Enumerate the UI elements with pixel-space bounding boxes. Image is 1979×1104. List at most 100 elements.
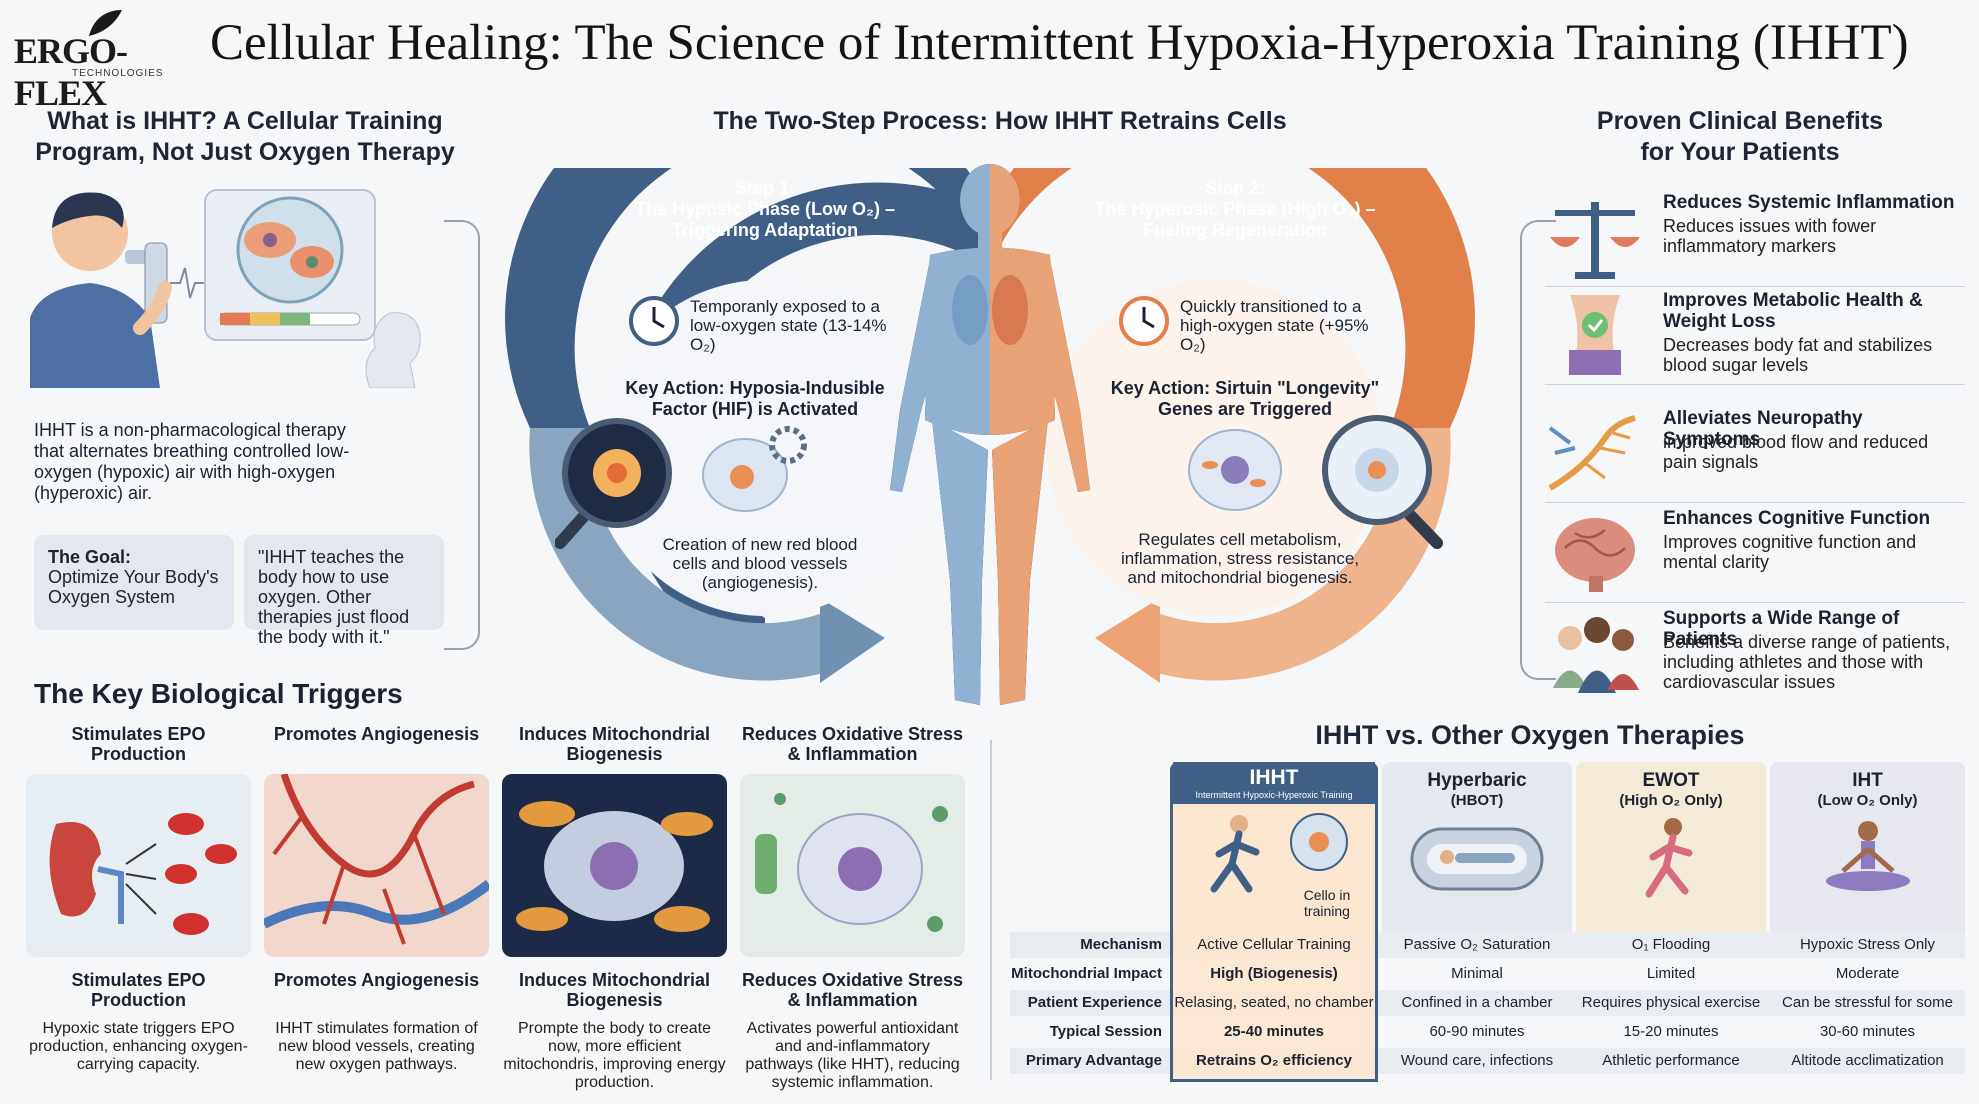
ihht-description: IHHT is a non-pharmacological therapy th… — [34, 420, 350, 503]
table-cell: Wound care, infections — [1400, 1052, 1554, 1069]
what-is-ihht-title: What is IHHT? A Cellular Training Progra… — [20, 106, 470, 168]
trigger-text: Activates powerful antioxidant and and-i… — [745, 1020, 960, 1091]
benefit-item: Enhances Cognitive Function Improves cog… — [1545, 508, 1965, 603]
step1-result: Creation of new red blood cells and bloo… — [662, 535, 858, 592]
table-cell: 30-60 minutes — [1819, 1023, 1916, 1040]
clock-icon — [629, 296, 679, 346]
step2-name: The Hyperosic Phase (High O₂) – Fueling … — [1094, 199, 1376, 240]
table-cell: Hypoxic Stress Only — [1799, 936, 1936, 953]
table-cell: O₁ Flooding — [1631, 936, 1711, 953]
column-title: IHHT — [1249, 766, 1299, 789]
kidney-blood-cells-icon — [26, 774, 251, 957]
benefit-text: Improves cognitive function and mental c… — [1663, 532, 1917, 572]
benefit-title: Alleviates Neuropathy Symptoms — [1663, 408, 1863, 450]
mitochondria-icon — [502, 774, 727, 957]
benefit-text: Reduces issues with fower inflammatory m… — [1663, 216, 1877, 256]
trigger-text: Prompte the body to create now, more eff… — [503, 1020, 726, 1091]
benefit-item: Reduces Systemic Inflammation Reduces is… — [1545, 192, 1965, 287]
logo-subtitle: TECHNOLOGIES — [72, 68, 164, 79]
trigger-heading: Promotes Angiogenesis — [273, 724, 480, 744]
row-label: Mechanism — [1080, 936, 1162, 953]
row-band — [1010, 932, 1965, 958]
row-band — [1010, 1048, 1965, 1074]
column-iht: IHT (Low O₂ Only) — [1770, 762, 1965, 932]
benefits-title: Proven Clinical Benefits for Your Patien… — [1560, 106, 1920, 168]
what-title-line1: What is IHHT? A Cellular Training — [47, 107, 443, 135]
row-label: Primary Advantage — [1025, 1052, 1162, 1069]
column-title: IHT — [1852, 770, 1883, 791]
trigger-card-mitochondria: Induces Mitochondrial Biogenesis Induces… — [502, 724, 727, 1092]
benefit-title: Enhances Cognitive Function — [1663, 508, 1931, 529]
column-hbot: Hyperbaric (HBOT) — [1382, 762, 1572, 932]
column-subtitle: Intermittent Hypoxic-Hyperoxic Training — [1195, 790, 1353, 800]
step1-exposure: Temporanly exposed to a low-oxygen state… — [690, 297, 887, 354]
column-title: Hyperbaric — [1427, 770, 1527, 791]
trigger-text: Hypoxic state triggers EPO production, e… — [29, 1020, 248, 1073]
trigger-text: IHHT stimulates formation of new blood v… — [275, 1020, 478, 1073]
comparison-title: IHHT vs. Other Oxygen Therapies — [1315, 720, 1745, 750]
column-subtitle: (HBOT) — [1450, 792, 1504, 809]
right-connector — [1520, 220, 1556, 680]
table-cell: Retrains O₂ efficiency — [1196, 1052, 1352, 1069]
table-cell: Minimal — [1451, 965, 1503, 982]
quote-box: "IHHT teaches the body how to use oxygen… — [244, 535, 444, 647]
benefit-text: Decreases body fat and stabilizes blood … — [1663, 335, 1933, 375]
trigger-heading: Reduces Oxidative Stress & Inflammation — [741, 724, 964, 764]
table-cell: Limited — [1646, 965, 1696, 982]
benefit-text: improved blood flow and reduced pain sig… — [1663, 432, 1929, 472]
logo-word: ERGO-FLEX — [14, 31, 128, 113]
benefits-title-line1: Proven Clinical Benefits — [1596, 107, 1884, 135]
row-band — [1010, 990, 1965, 1016]
table-cell: Can be stressful for some — [1782, 994, 1953, 1011]
step1-label: Step 1: — [734, 178, 795, 198]
page-title: Cellular Healing: The Science of Intermi… — [210, 15, 1909, 71]
trigger-subheading: Promotes Angiogenesis — [273, 970, 480, 990]
magnifier-sirtuin-icon — [1322, 415, 1443, 549]
benefit-title: Reduces Systemic Inflammation — [1663, 192, 1955, 213]
nerve-icon — [1548, 415, 1636, 491]
trigger-card-oxidative: Reduces Oxidative Stress & Inflammation … — [740, 724, 965, 1092]
left-connector — [444, 220, 480, 650]
step2-label: Step 2: — [1204, 178, 1265, 198]
benefit-title: Supports a Wide Range of Patients — [1663, 608, 1900, 650]
antioxidant-cell-icon — [740, 774, 965, 957]
table-cell: Requires physical exercise — [1581, 994, 1761, 1011]
column-image-caption: Cello in training — [1303, 887, 1351, 919]
table-cell: 25-40 minutes — [1223, 1023, 1325, 1040]
cell-icon — [1188, 429, 1282, 511]
section-divider — [990, 740, 992, 1080]
table-cell: High (Biogenesis) — [1210, 965, 1338, 982]
table-cell: Active Cellular Training — [1197, 936, 1351, 953]
step1-key-action: Key Action: Hyposia-Indusible Factor (HI… — [625, 378, 885, 419]
row-label: Mitochondrial Impact — [1011, 965, 1162, 982]
table-cell: 15-20 minutes — [1623, 1023, 1719, 1040]
benefit-item: Supports a Wide Range of Patients Benefi… — [1545, 608, 1965, 703]
goal-text: Optimize Your Body's Oxygen System — [48, 567, 219, 607]
hyperbaric-chamber-icon — [1410, 827, 1544, 891]
column-ewot: EWOT (High O₂ Only) — [1576, 762, 1766, 932]
process-title: The Two-Step Process: How IHHT Retrains … — [713, 107, 1287, 135]
trigger-card-angiogenesis: Promotes Angiogenesis Promotes Angiogene… — [261, 724, 493, 1074]
row-label: Patient Experience — [1027, 994, 1162, 1011]
row-label: Typical Session — [1049, 1023, 1162, 1040]
cell-monitor-icon — [204, 189, 376, 341]
table-cell: Moderate — [1835, 965, 1900, 982]
running-woman-icon — [1645, 818, 1693, 898]
benefit-item: Improves Metabolic Health & Weight Loss … — [1545, 290, 1965, 385]
table-cell: Passive O₂ Saturation — [1403, 936, 1551, 953]
goal-box: The Goal: Optimize Your Body's Oxygen Sy… — [34, 535, 234, 630]
column-title: EWOT — [1642, 770, 1700, 791]
waist-icon — [1569, 295, 1621, 375]
person-breathing-icon — [30, 192, 172, 388]
leaf-icon — [89, 10, 122, 36]
column-subtitle: (Low O₂ Only) — [1817, 792, 1918, 809]
column-ihht: IHHT Intermittent Hypoxic-Hyperoxic Trai… — [1170, 762, 1378, 932]
column-subtitle: (High O₂ Only) — [1619, 792, 1723, 809]
brand-logo: ERGO-FLEX TECHNOLOGIES — [14, 10, 209, 113]
ihht-column-body — [1170, 932, 1378, 1082]
trigger-subheading: Reduces Oxidative Stress & Inflammation — [741, 970, 964, 1010]
breathing-illustration — [30, 189, 421, 388]
comparison-table: IHHT Intermittent Hypoxic-Hyperoxic Trai… — [1010, 762, 1965, 1082]
trigger-heading: Induces Mitochondrial Biogenesis — [518, 724, 710, 764]
benefits-title-line2: for Your Patients — [1640, 138, 1840, 166]
